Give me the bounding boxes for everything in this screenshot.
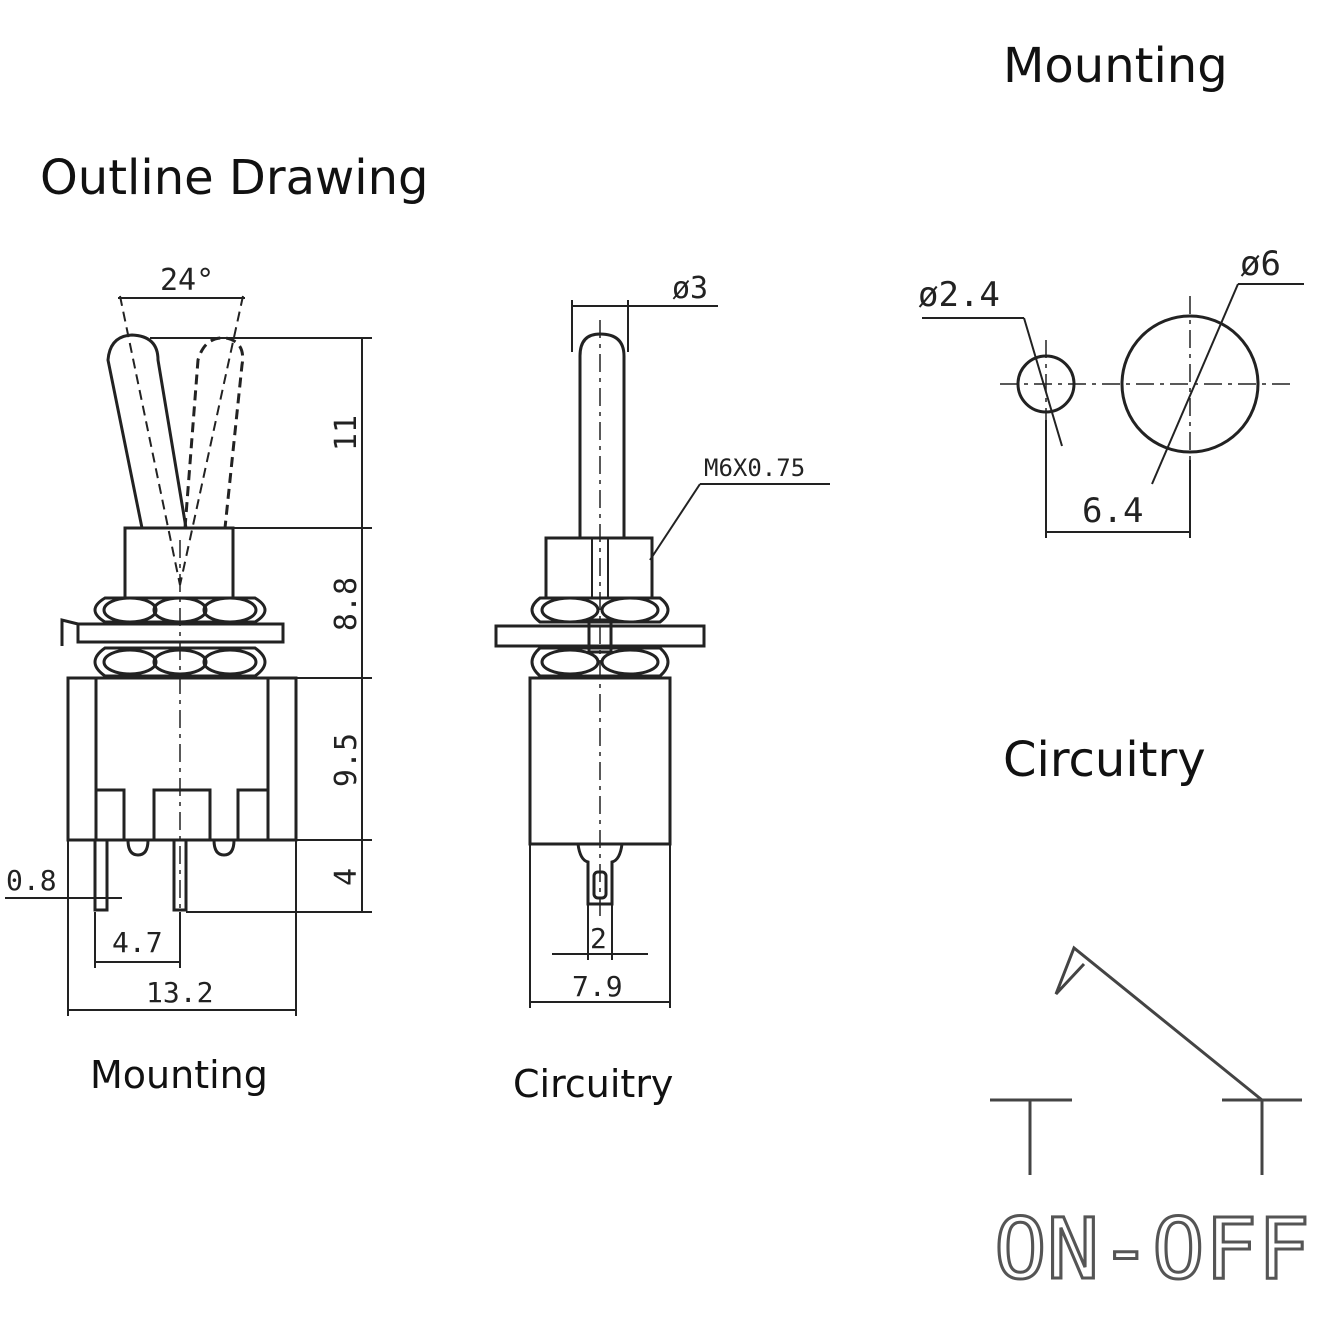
- dim-body-height: 9.5: [329, 733, 364, 787]
- side-lever: [578, 332, 626, 538]
- lever-dashed: [183, 336, 245, 529]
- circuitry-heading-right: Circuitry: [1003, 732, 1206, 788]
- dim-thread: M6X0.75: [704, 454, 805, 482]
- dim-small-hole: ø2.4: [918, 275, 1000, 315]
- dim-body-depth: 7.9: [572, 970, 623, 1003]
- dim-lever-diameter: ø3: [672, 271, 708, 306]
- side-view: [494, 300, 830, 1008]
- dim-body-width: 13.2: [146, 976, 213, 1009]
- dim-terminal-width: 0.8: [6, 864, 57, 897]
- mounting-holes: [922, 283, 1304, 538]
- dim-angle: 24°: [160, 263, 214, 298]
- outline-drawing-heading: Outline Drawing: [40, 150, 429, 206]
- mounting-caption-bottom: Mounting: [90, 1053, 268, 1097]
- front-view: [5, 295, 372, 1016]
- mounting-heading-top: Mounting: [1003, 38, 1228, 94]
- dim-terminal-pitch: 4.7: [112, 926, 163, 959]
- dim-hole-spacing: 6.4: [1082, 491, 1143, 531]
- dim-terminal-thickness: 2: [590, 922, 607, 955]
- dim-terminal-length: 4: [329, 868, 364, 886]
- switch-symbol: [990, 945, 1302, 1175]
- dim-large-hole: ø6: [1240, 244, 1281, 284]
- dim-bushing-height: 8.8: [329, 577, 364, 631]
- lever-solid: [106, 333, 188, 529]
- on-off-label: ON-OFF: [994, 1200, 1310, 1298]
- dim-lever-height: 11: [329, 415, 364, 451]
- circuitry-caption-bottom: Circuitry: [513, 1062, 674, 1106]
